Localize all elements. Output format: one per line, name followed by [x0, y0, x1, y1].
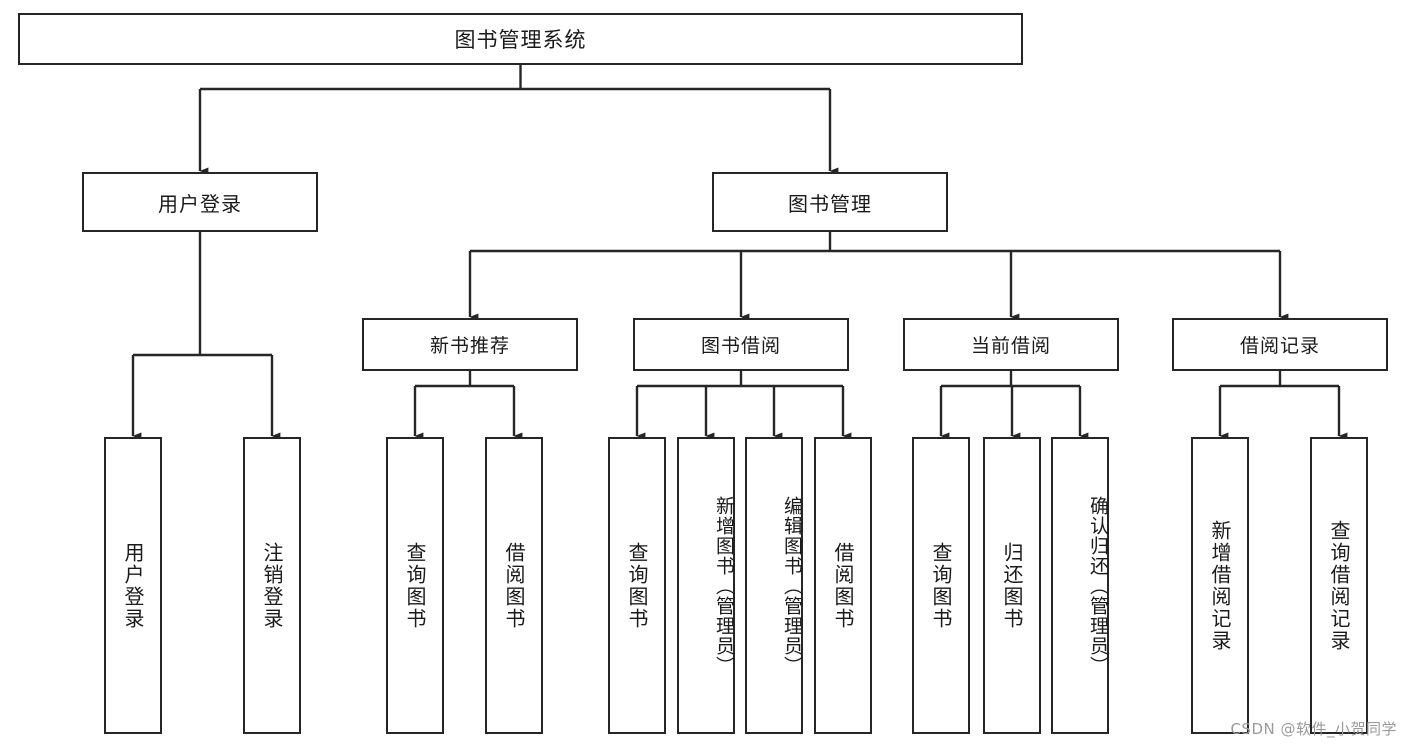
node-leaf-confirm-return[interactable]: 确认归还（管理员）: [1051, 437, 1109, 734]
node-leaf-return-book-label: 归还图书: [1000, 541, 1024, 630]
node-leaf-query-record[interactable]: 查询借阅记录: [1310, 437, 1368, 734]
node-borrow-record[interactable]: 借阅记录: [1172, 318, 1388, 371]
node-new-book-recommend-label: 新书推荐: [429, 335, 510, 357]
node-leaf-return-book[interactable]: 归还图书: [983, 437, 1041, 734]
node-leaf-add-book[interactable]: 新增图书（管理员）: [677, 437, 735, 734]
node-leaf-query-book-3[interactable]: 查询图书: [912, 437, 970, 734]
node-leaf-logout[interactable]: 注销登录: [243, 437, 301, 734]
node-root[interactable]: 图书管理系统: [18, 13, 1023, 65]
node-leaf-query-book-2-label: 查询图书: [625, 541, 649, 630]
node-leaf-borrow-book-1[interactable]: 借阅图书: [485, 437, 543, 734]
node-leaf-query-book-1[interactable]: 查询图书: [386, 437, 444, 734]
node-leaf-confirm-return-label: 确认归还（管理员）: [1087, 495, 1109, 676]
node-root-label: 图书管理系统: [454, 28, 587, 52]
watermark-label: CSDN @软件_小贺同学: [1230, 720, 1397, 738]
node-leaf-add-book-label: 新增图书（管理员）: [713, 495, 735, 676]
node-leaf-add-record[interactable]: 新增借阅记录: [1191, 437, 1249, 734]
node-leaf-query-record-label: 查询借阅记录: [1327, 519, 1351, 652]
node-leaf-borrow-book-2[interactable]: 借阅图书: [814, 437, 872, 734]
node-book-manage-label: 图书管理: [788, 191, 872, 216]
node-book-manage[interactable]: 图书管理: [712, 172, 948, 232]
node-book-borrow-label: 图书借阅: [700, 335, 781, 357]
node-user-login[interactable]: 用户登录: [82, 172, 318, 232]
node-new-book-recommend[interactable]: 新书推荐: [362, 318, 578, 371]
node-leaf-query-book-3-label: 查询图书: [929, 541, 953, 630]
node-current-borrow[interactable]: 当前借阅: [903, 318, 1119, 371]
node-leaf-query-book-1-label: 查询图书: [403, 541, 427, 630]
node-book-borrow[interactable]: 图书借阅: [633, 318, 849, 371]
node-leaf-add-record-label: 新增借阅记录: [1208, 519, 1232, 652]
node-user-login-label: 用户登录: [158, 191, 242, 216]
node-leaf-edit-book-label: 编辑图书（管理员）: [781, 495, 803, 676]
node-leaf-user-login-label: 用户登录: [121, 541, 145, 630]
node-leaf-user-login[interactable]: 用户登录: [104, 437, 162, 734]
node-leaf-logout-label: 注销登录: [260, 541, 284, 630]
node-leaf-borrow-book-1-label: 借阅图书: [502, 541, 526, 630]
node-current-borrow-label: 当前借阅: [970, 335, 1051, 357]
node-leaf-query-book-2[interactable]: 查询图书: [608, 437, 666, 734]
node-leaf-borrow-book-2-label: 借阅图书: [831, 541, 855, 630]
node-borrow-record-label: 借阅记录: [1239, 335, 1320, 357]
node-leaf-edit-book[interactable]: 编辑图书（管理员）: [745, 437, 803, 734]
